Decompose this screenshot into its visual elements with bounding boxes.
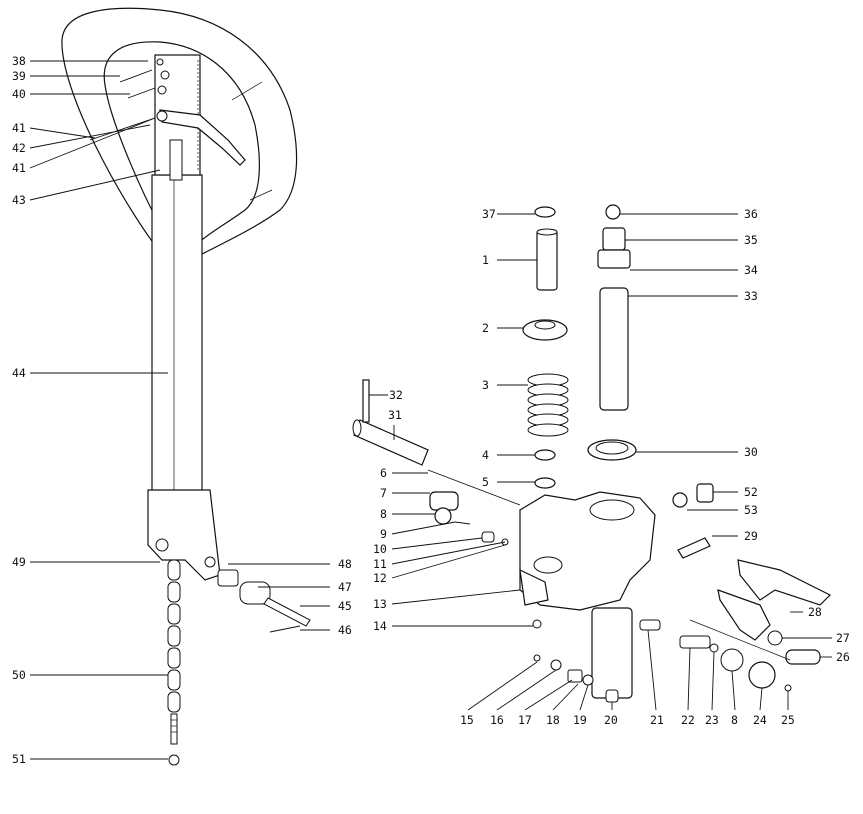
label-29: 29 [744,529,758,543]
label-41a: 41 [12,121,26,135]
label-24: 24 [753,713,767,727]
label-49: 49 [12,555,26,569]
leaders-left [29,60,168,760]
label-30: 30 [744,445,758,459]
label-40: 40 [12,87,26,101]
label-12: 12 [373,571,387,585]
labels-mid: 32 31 6 7 8 9 10 11 12 13 14 [373,388,403,633]
label-43: 43 [12,193,26,207]
label-34: 34 [744,263,758,277]
pump-assembly [352,204,832,703]
leaders-bottom [467,629,789,711]
release-lever [159,109,246,166]
label-1: 1 [482,253,489,267]
valve-parts [533,619,792,703]
labels-left: 38 39 40 41 42 41 43 44 49 50 51 [12,54,26,766]
label-46: 46 [338,623,352,637]
label-10: 10 [373,542,387,556]
label-6: 6 [380,466,387,480]
label-14: 14 [373,619,387,633]
label-36: 36 [744,207,758,221]
label-21: 21 [650,713,664,727]
spring [527,373,569,437]
label-22: 22 [681,713,695,727]
labels-bottom: 15 16 17 18 19 20 21 22 23 8 24 25 [460,713,795,727]
label-42: 42 [12,141,26,155]
label-53: 53 [744,503,758,517]
label-2: 2 [482,321,489,335]
label-4: 4 [482,448,489,462]
label-8: 8 [380,507,387,521]
labels-right: 37 1 2 3 4 5 36 35 34 33 30 52 53 29 28 … [482,207,850,664]
label-8b: 8 [731,713,738,727]
label-44: 44 [12,366,26,380]
label-23: 23 [705,713,719,727]
label-45: 45 [338,599,352,613]
axle-labels: 48 47 45 46 [228,557,352,637]
label-13: 13 [373,597,387,611]
label-5: 5 [482,475,489,489]
label-15: 15 [460,713,474,727]
chain-nut [168,754,180,766]
label-38: 38 [12,54,26,68]
label-26: 26 [836,650,850,664]
label-31: 31 [388,408,402,422]
label-50: 50 [12,668,26,682]
label-17: 17 [518,713,532,727]
label-3: 3 [482,378,489,392]
label-9: 9 [380,527,387,541]
label-48: 48 [338,557,352,571]
label-11: 11 [373,557,387,571]
label-19: 19 [573,713,587,727]
label-27: 27 [836,631,850,645]
label-39: 39 [12,69,26,83]
label-35: 35 [744,233,758,247]
label-20: 20 [604,713,618,727]
label-28: 28 [808,605,822,619]
label-47: 47 [338,580,352,594]
label-7: 7 [380,486,387,500]
pump-body [519,491,656,611]
handle-tube [151,174,203,506]
label-25: 25 [781,713,795,727]
label-33: 33 [744,289,758,303]
handle-loop [61,7,298,259]
label-51: 51 [12,752,26,766]
leaders-mid [369,394,533,627]
handle-assembly [61,7,311,766]
leaders-right [497,213,832,658]
chain [167,559,181,745]
pedal [737,559,832,606]
label-41b: 41 [12,161,26,175]
label-52: 52 [744,485,758,499]
label-32: 32 [389,388,403,402]
label-18: 18 [546,713,560,727]
label-37: 37 [482,207,496,221]
label-16: 16 [490,713,504,727]
